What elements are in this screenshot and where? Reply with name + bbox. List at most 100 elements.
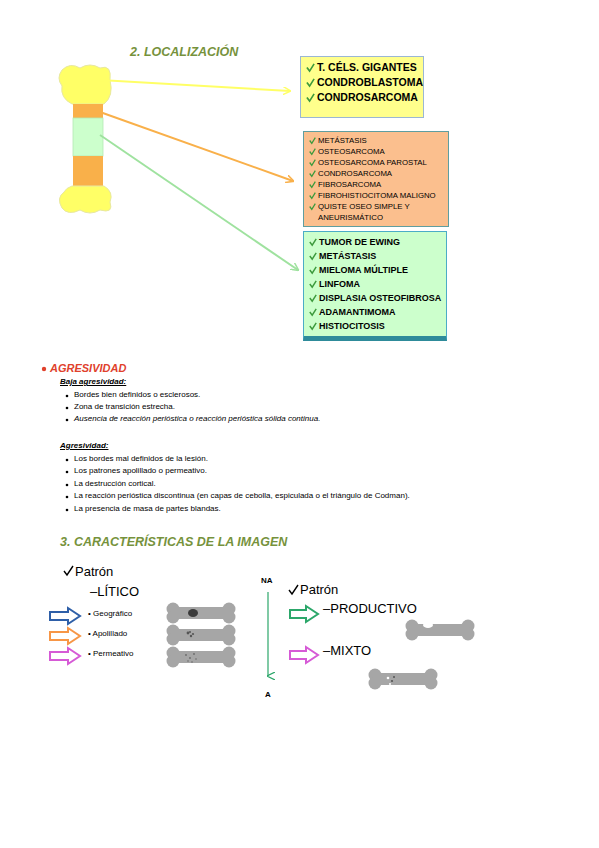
pattern-type: • Geográfico [88, 609, 168, 618]
list-item: CONDROBLASTOMA [317, 75, 423, 90]
leader-arrow [100, 80, 290, 91]
bullet-text: La destrucción cortical. [74, 479, 554, 488]
list-row: ADAMANTIMOMA [309, 305, 442, 319]
bone-icon [406, 620, 475, 641]
check-mark [309, 305, 317, 319]
subheading: Baja agresividad: [60, 377, 260, 386]
bullet-text: Los bordes mal definidos de la lesión. [74, 454, 554, 463]
bone-epiphysis [59, 65, 111, 104]
bullet-text: La reacción perióstica discontinua (en c… [74, 491, 574, 500]
pattern-label: –MIXTO [323, 643, 473, 658]
list-row: TUMOR DE EWING [309, 235, 442, 249]
bone-epiphysis [59, 186, 111, 213]
list-row: FIBROSARCOMA [309, 179, 444, 190]
check-mark [309, 157, 316, 168]
list-row: METÁSTASIS [309, 249, 442, 263]
list-item: METÁSTASIS [319, 249, 376, 263]
list-row: OSTEOSARCOMA PAROSTAL [309, 157, 444, 168]
bone-icon [167, 603, 236, 624]
lesion-spot [187, 631, 194, 637]
block-arrow [50, 628, 80, 644]
lesion-spot [188, 609, 198, 617]
bone-diaphysis [73, 118, 103, 156]
pattern-type: • Permeativo [88, 649, 168, 658]
section-heading: 3. CARACTERÍSTICAS DE LA IMAGEN [60, 535, 460, 549]
list-item: OSTEOSARCOMA [318, 146, 385, 157]
check-mark [310, 253, 316, 259]
block-arrow [50, 608, 80, 624]
bone-icon [167, 647, 236, 668]
check-mark [309, 291, 317, 305]
check-mark [310, 149, 316, 155]
check-mark [307, 79, 314, 86]
check-mark [306, 90, 315, 105]
check-mark [310, 171, 316, 177]
tumor-list-box: TUMOR DE EWINGMETÁSTASISMIELOMA MÚLTIPLE… [303, 231, 447, 341]
check-mark [310, 193, 316, 199]
check-mark [306, 60, 315, 75]
pattern-label: –LÍTICO [90, 584, 190, 599]
list-row: FIBROHISTIOCITOMA MALIGNO [309, 190, 444, 201]
check-mark [309, 319, 317, 333]
check-mark [309, 146, 316, 157]
list-item: QUISTE OSEO SIMPLE Y ANEURISMÁTICO [318, 201, 444, 223]
leader-arrow [100, 112, 293, 181]
list-item: T. CÉLS. GIGANTES [317, 60, 417, 75]
pattern-label: Patrón [300, 582, 400, 597]
check-mark [64, 566, 73, 575]
check-mark [309, 277, 317, 291]
list-item: METÁSTASIS [318, 135, 367, 146]
check-mark [310, 182, 316, 188]
list-item: OSTEOSARCOMA PAROSTAL [318, 157, 427, 168]
check-mark [289, 585, 298, 594]
check-mark [307, 94, 314, 101]
list-item: HISTIOCITOSIS [319, 319, 385, 333]
pattern-type: • Apolillado [88, 629, 168, 638]
bone-icon [167, 625, 236, 646]
list-row: CONDROSARCOMA [309, 168, 444, 179]
bone-icon [369, 669, 438, 690]
list-row: DISPLASIA OSTEOFIBROSA [309, 291, 442, 305]
list-item: MIELOMA MÚLTIPLE [319, 263, 408, 277]
bullet-text: Bordes bien definidos o esclerosos. [74, 390, 554, 399]
check-mark [310, 267, 316, 273]
pattern-label: –PRODUCTIVO [323, 601, 473, 616]
check-mark [309, 168, 316, 179]
list-item: DISPLASIA OSTEOFIBROSA [319, 291, 441, 305]
lesion-spot [387, 676, 395, 685]
list-row: OSTEOSARCOMA [309, 146, 444, 157]
bullet-dots [66, 395, 69, 512]
check-mark [307, 64, 314, 71]
check-mark [309, 263, 317, 277]
lesion-spot [423, 622, 433, 628]
scale-label: A [265, 690, 285, 699]
check-mark [309, 135, 316, 146]
check-mark [310, 160, 316, 166]
check-mark [310, 295, 316, 301]
bullet-dot [42, 367, 46, 371]
list-row: METÁSTASIS [309, 135, 444, 146]
list-item: FIBROSARCOMA [318, 179, 381, 190]
block-arrow [290, 606, 318, 622]
bone-metaphysis [73, 104, 103, 118]
list-row: HISTIOCITOSIS [309, 319, 442, 333]
check-mark [309, 249, 317, 263]
check-mark [310, 239, 316, 245]
pattern-label: Patrón [75, 564, 175, 579]
block-arrow [50, 648, 80, 664]
list-row: QUISTE OSEO SIMPLE Y ANEURISMÁTICO [309, 201, 444, 223]
bone-illustration [59, 65, 111, 213]
leader-arrow [100, 135, 298, 270]
list-item: LINFOMA [319, 277, 360, 291]
tumor-list-box: T. CÉLS. GIGANTESCONDROBLASTOMACONDROSAR… [300, 56, 424, 118]
lesion-spot [185, 653, 197, 663]
list-item: TUMOR DE EWING [319, 235, 400, 249]
bullet-text: Los patrones apolillado o permeativo. [74, 466, 554, 475]
list-row: T. CÉLS. GIGANTES [306, 60, 419, 75]
scale-label: NA [261, 576, 291, 585]
check-mark [306, 75, 315, 90]
check-mark [310, 281, 316, 287]
bone-metaphysis [73, 156, 103, 186]
